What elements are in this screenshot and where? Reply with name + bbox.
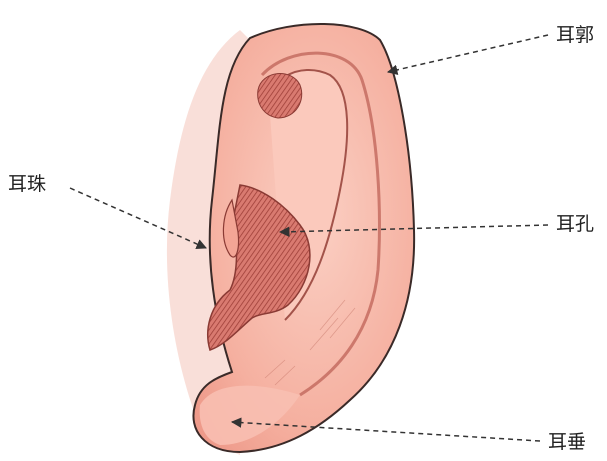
earlobe-label: 耳垂 [548,433,586,452]
tragus-label: 耳珠 [8,175,46,194]
helix-label: 耳郭 [556,26,594,45]
helix-leader [388,35,548,72]
triangular-fossa [258,74,302,118]
ear-canal-label: 耳孔 [556,215,594,234]
